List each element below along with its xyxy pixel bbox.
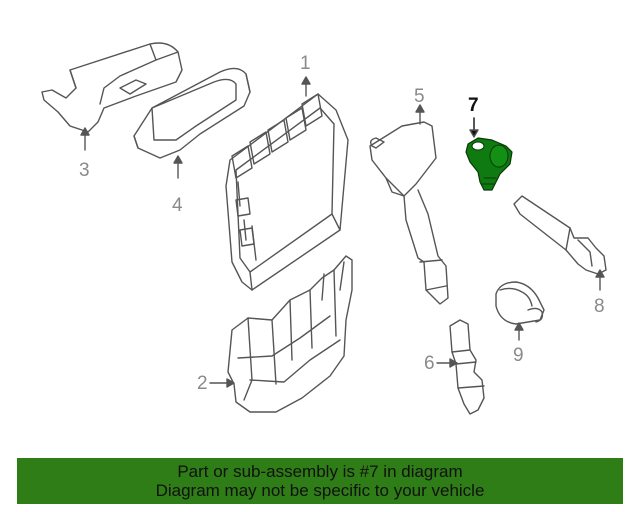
callout-3: 3 — [79, 160, 90, 181]
callout-6: 6 — [424, 353, 435, 374]
parts-diagram — [41, 42, 607, 415]
part-6-spark-plug — [449, 319, 485, 415]
part-8-sensor — [513, 195, 607, 275]
callout-9: 9 — [513, 345, 524, 366]
banner-line-part-info: Part or sub-assembly is #7 in diagram — [177, 462, 463, 481]
part-7-camshaft-sensor — [465, 137, 513, 191]
part-9-cap — [495, 281, 545, 325]
part-5-ignition-coil — [369, 121, 449, 305]
info-banner: Part or sub-assembly is #7 in diagram Di… — [17, 458, 623, 504]
callout-5: 5 — [414, 86, 425, 107]
part-4-tray — [133, 67, 251, 159]
callout-8: 8 — [594, 296, 605, 317]
part-3-cover — [41, 42, 183, 133]
callout-1: 1 — [300, 53, 311, 74]
callout-7: 7 — [468, 95, 479, 116]
callout-2: 2 — [197, 373, 208, 394]
part-2-bracket — [227, 255, 353, 413]
callout-4: 4 — [172, 195, 183, 216]
banner-line-disclaimer: Diagram may not be specific to your vehi… — [155, 481, 485, 500]
part-1-ecu — [225, 93, 349, 291]
